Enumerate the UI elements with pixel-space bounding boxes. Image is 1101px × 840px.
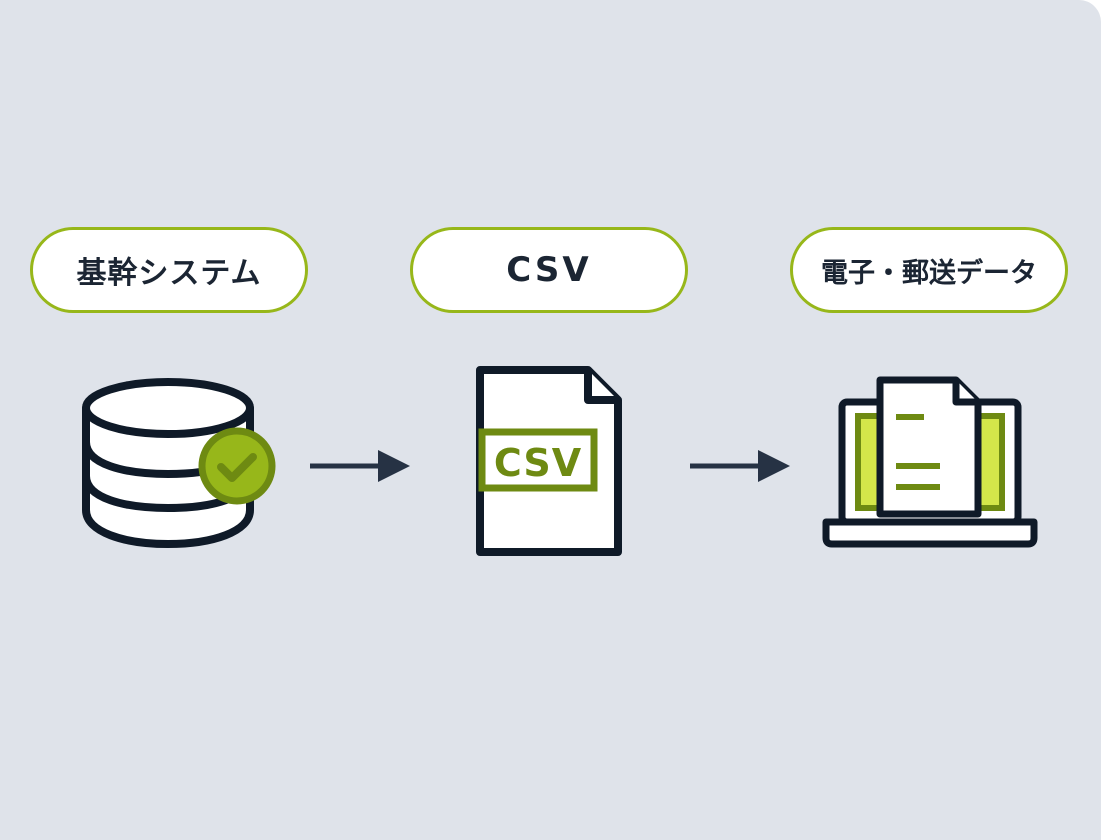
database-check-icon [82,378,276,548]
csv-file-icon: CSV [476,366,622,556]
step-label-csv: CSV [410,227,688,313]
csv-file-label: CSV [494,441,582,485]
document-icon [876,376,982,518]
step-label-text: CSV [506,250,592,290]
step-label-electronic-postal-data: 電子・郵送データ [790,227,1068,313]
step-label-text: 基幹システム [76,256,262,291]
arrow-right-icon [310,450,410,482]
laptop-document-icon [822,376,1038,548]
arrow-right-icon [690,450,790,482]
check-badge-icon [198,427,276,505]
step-label-text: 電子・郵送データ [821,257,1037,289]
step-label-core-system: 基幹システム [30,227,308,313]
